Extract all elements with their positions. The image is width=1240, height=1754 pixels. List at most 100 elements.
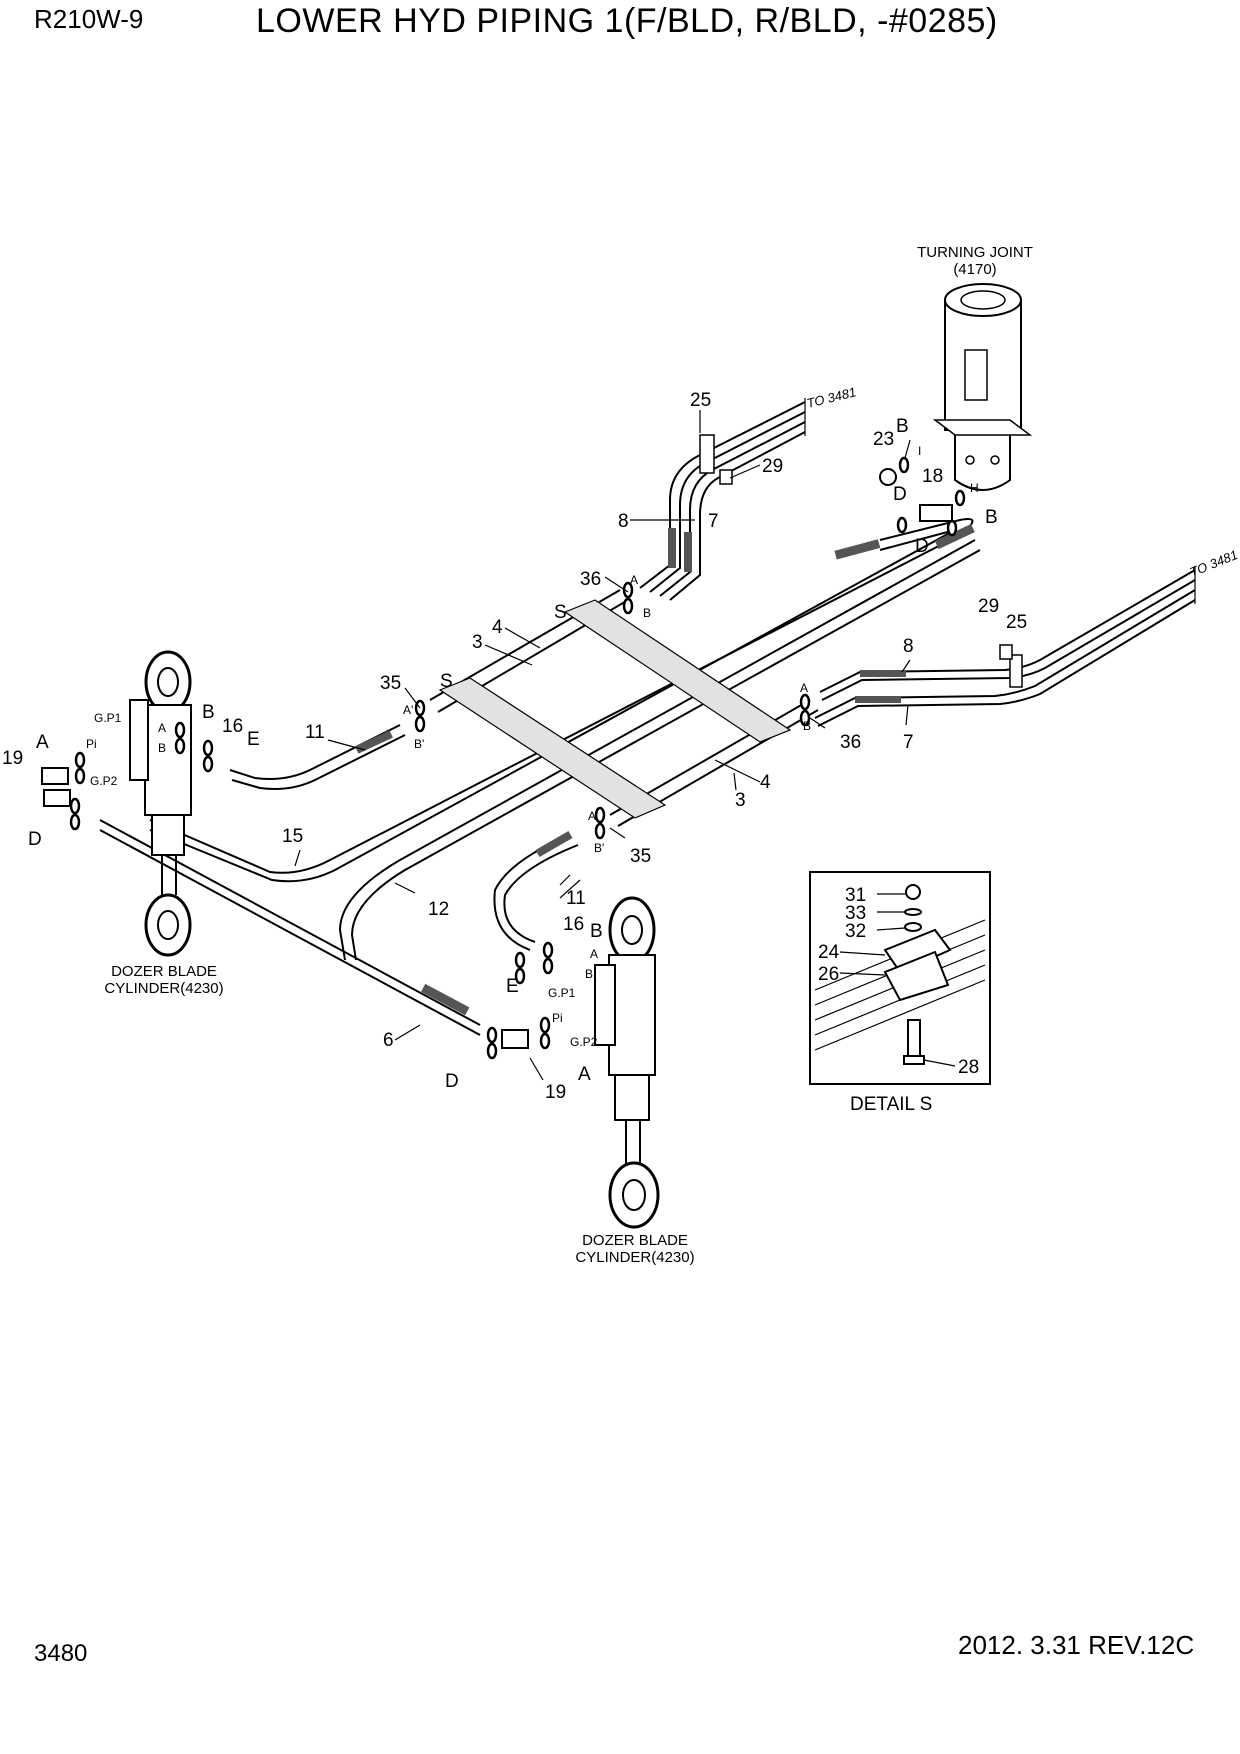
callout-left-Pi: Pi: [86, 737, 97, 751]
callout-19-left: 19: [2, 748, 23, 769]
date-revision: 2012. 3.31 REV.12C: [958, 1630, 1195, 1660]
tj-plug-23: [879, 468, 897, 486]
upper-clamp: [699, 434, 715, 474]
callout-lower-Pi: Pi: [552, 1011, 563, 1025]
upper-pipe-bundle: [639, 398, 806, 601]
callout-4-right: 4: [760, 772, 771, 793]
callout-S-upper: S: [554, 602, 567, 623]
callout-4-upper: 4: [492, 617, 503, 638]
turning-joint-label-2: (4170): [953, 261, 996, 278]
detail-s-box: [809, 871, 991, 1085]
tj-fitting-18: [919, 504, 953, 522]
hose-11-lower-crimp: [535, 831, 573, 857]
callout-16-left: 16: [222, 716, 243, 737]
diagram-title: LOWER HYD PIPING 1(F/BLD, R/BLD, -#0285): [256, 2, 998, 40]
callout-left-E: E: [247, 729, 260, 750]
callout-6: 6: [383, 1030, 394, 1051]
dozer-cylinder-left-label-2: CYLINDER(4230): [104, 980, 223, 997]
section-s-band-upper: [563, 599, 792, 743]
detail-callout-26: 26: [818, 964, 839, 985]
callout-tj-B2: B: [985, 507, 998, 528]
lower-valve-fittings: [486, 941, 554, 1060]
callout-B-upper: B: [643, 606, 651, 620]
callout-11-left: 11: [305, 722, 325, 743]
callout-35-upper: 35: [380, 673, 401, 694]
turning-joint-body: [932, 283, 1033, 491]
callout-35-lower: 35: [630, 846, 651, 867]
callout-left-GP1: G.P1: [94, 711, 122, 725]
detail-callout-28: 28: [958, 1057, 979, 1078]
callout-7-upper: 7: [708, 511, 719, 532]
callout-left-GP2: G.P2: [90, 774, 118, 788]
callout-lower-A: A: [578, 1064, 591, 1085]
callout-A-prime-lower: A': [588, 809, 598, 823]
callout-tj-B: B: [896, 416, 909, 437]
callout-tj-H: H: [970, 481, 979, 495]
callout-16-lower: 16: [563, 914, 584, 935]
callout-left-D: D: [28, 829, 42, 850]
model-code: R210W-9: [34, 4, 144, 34]
right-pipe-bundle: [814, 566, 1196, 727]
callout-lower-B: B: [590, 921, 603, 942]
callout-B-prime-upper: B': [414, 737, 424, 751]
left-valve-fittings: [41, 721, 214, 831]
callout-left-B: B: [202, 702, 215, 723]
callout-tj-I: I: [918, 444, 921, 458]
callout-lower-E: E: [506, 976, 519, 997]
detail-callout-32: 32: [845, 921, 866, 942]
callout-8-right: 8: [903, 636, 914, 657]
ref-upper-to-3481: TO 3481: [805, 384, 857, 411]
callout-S-lower: S: [440, 671, 453, 692]
callout-left-A: A: [36, 732, 49, 753]
callout-12: 12: [428, 899, 449, 920]
callout-3-right: 3: [735, 790, 746, 811]
hose-6-crimp: [421, 983, 470, 1016]
detail-s-caption: DETAIL S: [850, 1094, 932, 1115]
detail-callout-24: 24: [818, 942, 840, 963]
callout-lower-B-small: B: [585, 967, 593, 981]
callout-25-right: 25: [1006, 612, 1027, 633]
callout-15: 15: [282, 826, 303, 847]
tube-12-crimp: [934, 524, 975, 550]
callout-tj-D2: D: [915, 536, 929, 557]
tubes-15-12: [99, 518, 981, 1036]
right-hose-crimp-b: [855, 696, 901, 703]
callout-tj-D1: D: [893, 484, 907, 505]
callout-lower-D: D: [445, 1071, 459, 1092]
callout-19-lower: 19: [545, 1082, 566, 1103]
callout-labels: 25 29 23 B I 18 H D B D 8 7 36 A B S S 4…: [2, 390, 1027, 1103]
tube-15-crimp: [834, 539, 881, 560]
callout-A-right: A: [800, 681, 808, 695]
callout-B-prime-lower: B': [594, 841, 604, 855]
callout-23: 23: [873, 429, 894, 450]
hoses-11: [229, 724, 579, 951]
turning-joint-label-1: TURNING JOINT: [917, 244, 1033, 261]
dozer-cylinder-right-label-1: DOZER BLADE: [582, 1232, 688, 1249]
callout-3-upper: 3: [472, 632, 483, 653]
callout-B-right: B: [803, 719, 811, 733]
callout-36-right: 36: [840, 732, 861, 753]
callout-leaders: [294, 410, 911, 1081]
callout-left-A-small: A: [158, 721, 166, 735]
dozer-cylinder-left: [129, 650, 192, 957]
callout-7-right: 7: [903, 732, 914, 753]
dozer-cylinder-left-label-1: DOZER BLADE: [111, 963, 217, 980]
detail-callout-33: 33: [845, 903, 866, 924]
callout-18: 18: [922, 466, 943, 487]
dozer-cylinder-right-label-2: CYLINDER(4230): [575, 1249, 694, 1266]
callout-lower-GP1: G.P1: [548, 986, 576, 1000]
section-s-band-lower: [438, 677, 667, 819]
callout-25-upper: 25: [690, 390, 711, 411]
callout-A-upper: A: [630, 573, 638, 587]
upper-hose-crimp-b: [684, 532, 692, 572]
right-hose-crimp-a: [860, 670, 906, 677]
upper-hose-crimp-a: [668, 528, 676, 568]
callout-lower-A-small: A: [590, 947, 598, 961]
callout-A-prime-upper: A': [403, 703, 413, 717]
detail-callout-31: 31: [845, 885, 866, 906]
right-clamp: [1009, 654, 1023, 688]
hose-11-left-crimp: [355, 730, 393, 754]
callout-8-upper: 8: [618, 511, 629, 532]
